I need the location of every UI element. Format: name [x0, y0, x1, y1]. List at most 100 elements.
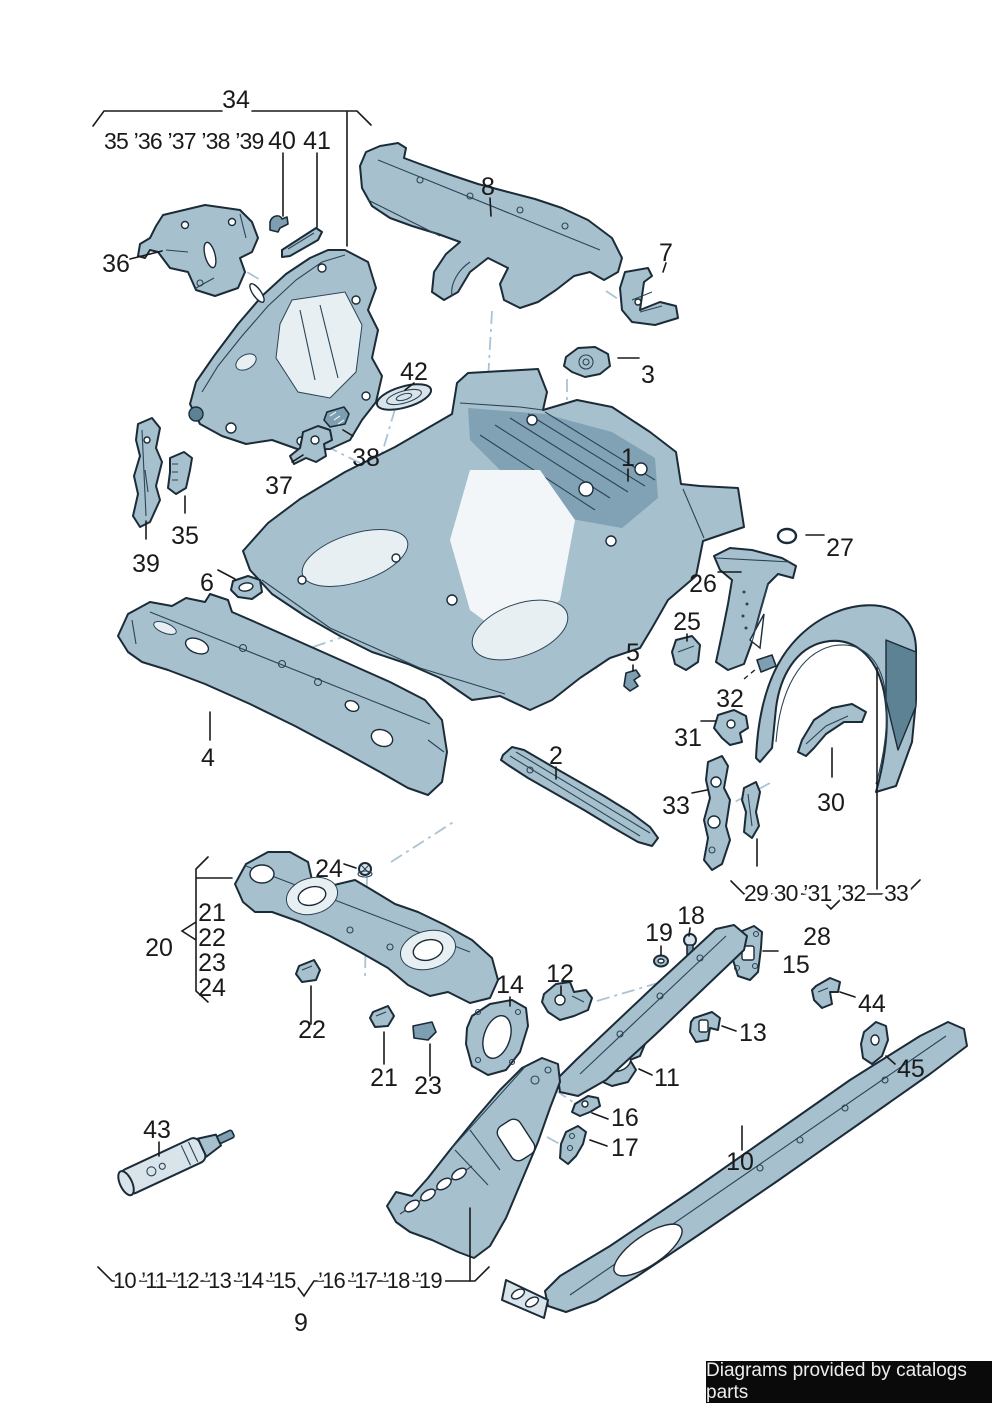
- part-label-43: 43: [143, 1116, 171, 1144]
- part-12-bracket: [541, 981, 593, 1021]
- part-label-2: 2: [549, 742, 563, 770]
- part-label-30: 30: [817, 789, 845, 817]
- part-label-8: 8: [481, 173, 495, 201]
- part-label-33: 33: [884, 880, 908, 906]
- part-39-pillar: [132, 417, 163, 528]
- part-label-10-11-12-13-14-15: 10 ’11 ’12 ’13 ’14 ’15: [113, 1268, 296, 1293]
- part-35-bracket: [167, 451, 193, 495]
- part-33-pillar-inner: [741, 781, 761, 839]
- part-label-25: 25: [673, 608, 701, 636]
- part-27-ring: [776, 527, 798, 545]
- part-16-clip: [571, 1095, 601, 1117]
- part-label-40: 40: [268, 127, 296, 155]
- part-label--16-17-18-19: ’16 ’17 ’18 ’19: [318, 1268, 442, 1293]
- part-label-44: 44: [858, 990, 886, 1018]
- part-44-clip: [811, 977, 841, 1009]
- part-5-clip: [623, 669, 641, 692]
- part-8-crossrail: [359, 142, 623, 309]
- part-36-mount-bracket: [137, 204, 259, 297]
- part-33-pillar: [703, 755, 731, 871]
- part-label-6: 6: [200, 569, 214, 597]
- leader-6: [217, 569, 236, 580]
- leader-45: [885, 1055, 896, 1065]
- part-label-23: 23: [414, 1072, 442, 1100]
- part-label-31: 31: [674, 724, 702, 752]
- part-label-16: 16: [611, 1104, 639, 1132]
- bracket-29-33: [730, 879, 921, 911]
- part-label-15: 15: [782, 951, 810, 979]
- part-label-33: 33: [662, 792, 690, 820]
- part-17-bracket: [559, 1125, 587, 1165]
- part-38-clip: [323, 406, 350, 428]
- leader-13: [721, 1025, 737, 1032]
- part-23-clip: [412, 1021, 437, 1041]
- part-label-35-36-37-38-39: 35 ’36 ’37 ’38 ’39: [104, 128, 264, 154]
- leader-44: [839, 991, 856, 998]
- part-40-clip: [269, 215, 289, 233]
- part-30-strip: [797, 703, 867, 757]
- part-label-26: 26: [689, 570, 717, 598]
- part-label-35: 35: [171, 522, 199, 550]
- leader-17: [589, 1139, 608, 1147]
- part-1-floor-pan: [242, 368, 745, 711]
- part-label-22: 22: [198, 924, 226, 952]
- part-label-28: 28: [803, 923, 831, 951]
- part-10-rail: [501, 1021, 968, 1319]
- part-9-crossmember-assembly: [386, 1057, 561, 1259]
- footer-text: Diagrams provided by catalogs parts: [706, 1360, 967, 1403]
- leader-11: [638, 1068, 653, 1076]
- part-label-10: 10: [726, 1148, 754, 1176]
- part-label-24: 24: [315, 855, 343, 883]
- leader-18: [688, 927, 691, 937]
- part-label-39: 39: [132, 550, 160, 578]
- part-42-grommet: [375, 383, 433, 411]
- part-9-rail-upper: [557, 924, 748, 1097]
- part-label-20: 20: [145, 934, 173, 962]
- part-label-27: 27: [826, 534, 854, 562]
- part-19-nut: [653, 954, 669, 968]
- part-13-bracket: [689, 1011, 721, 1043]
- part-22-clip: [295, 959, 321, 983]
- part-label-13: 13: [739, 1019, 767, 1047]
- part-32-clip-small: [743, 654, 777, 680]
- part-label-21: 21: [370, 1064, 398, 1092]
- part-label-45: 45: [897, 1055, 925, 1083]
- leader-8: [489, 197, 492, 217]
- part-34-wheelhouse-panel: [188, 249, 383, 451]
- part-14-plate: [465, 999, 529, 1076]
- part-label-12: 12: [546, 960, 574, 988]
- part-label-22: 22: [298, 1016, 326, 1044]
- part-25-bracket: [671, 635, 701, 671]
- part-label-23: 23: [198, 949, 226, 977]
- part-31-32-bracket: [713, 709, 749, 746]
- part-label-38: 38: [352, 444, 380, 472]
- leader-38: [342, 429, 354, 437]
- part-3-mount: [563, 346, 611, 378]
- leader-7: [662, 262, 667, 273]
- part-label-29-30-31-32: 29 30 ’31 ’32: [744, 880, 865, 906]
- part-21-clip: [369, 1005, 395, 1028]
- part-label-41: 41: [303, 127, 331, 155]
- part-29-wheel-arch-liner: [755, 604, 917, 793]
- part-4-rear-panel: [117, 593, 448, 796]
- leader-37: [291, 454, 304, 463]
- part-label-9: 9: [294, 1309, 308, 1337]
- part-label-14: 14: [496, 971, 524, 999]
- part-label-7: 7: [659, 239, 673, 267]
- part-label-3: 3: [641, 361, 655, 389]
- part-label-32: 32: [716, 685, 744, 713]
- part-label-36: 36: [102, 250, 130, 278]
- part-label-34: 34: [222, 86, 250, 114]
- part-45-bracket: [860, 1021, 889, 1065]
- part-20-crossmember: [234, 851, 499, 1004]
- leader-42: [404, 382, 415, 391]
- part-label-24: 24: [198, 974, 226, 1002]
- part-2-sill-strip: [500, 746, 659, 847]
- part-label-19: 19: [645, 919, 673, 947]
- part-label-42: 42: [400, 358, 428, 386]
- footer-banner: Diagrams provided by catalogs parts: [706, 1360, 992, 1403]
- bracket-9: [97, 1266, 490, 1298]
